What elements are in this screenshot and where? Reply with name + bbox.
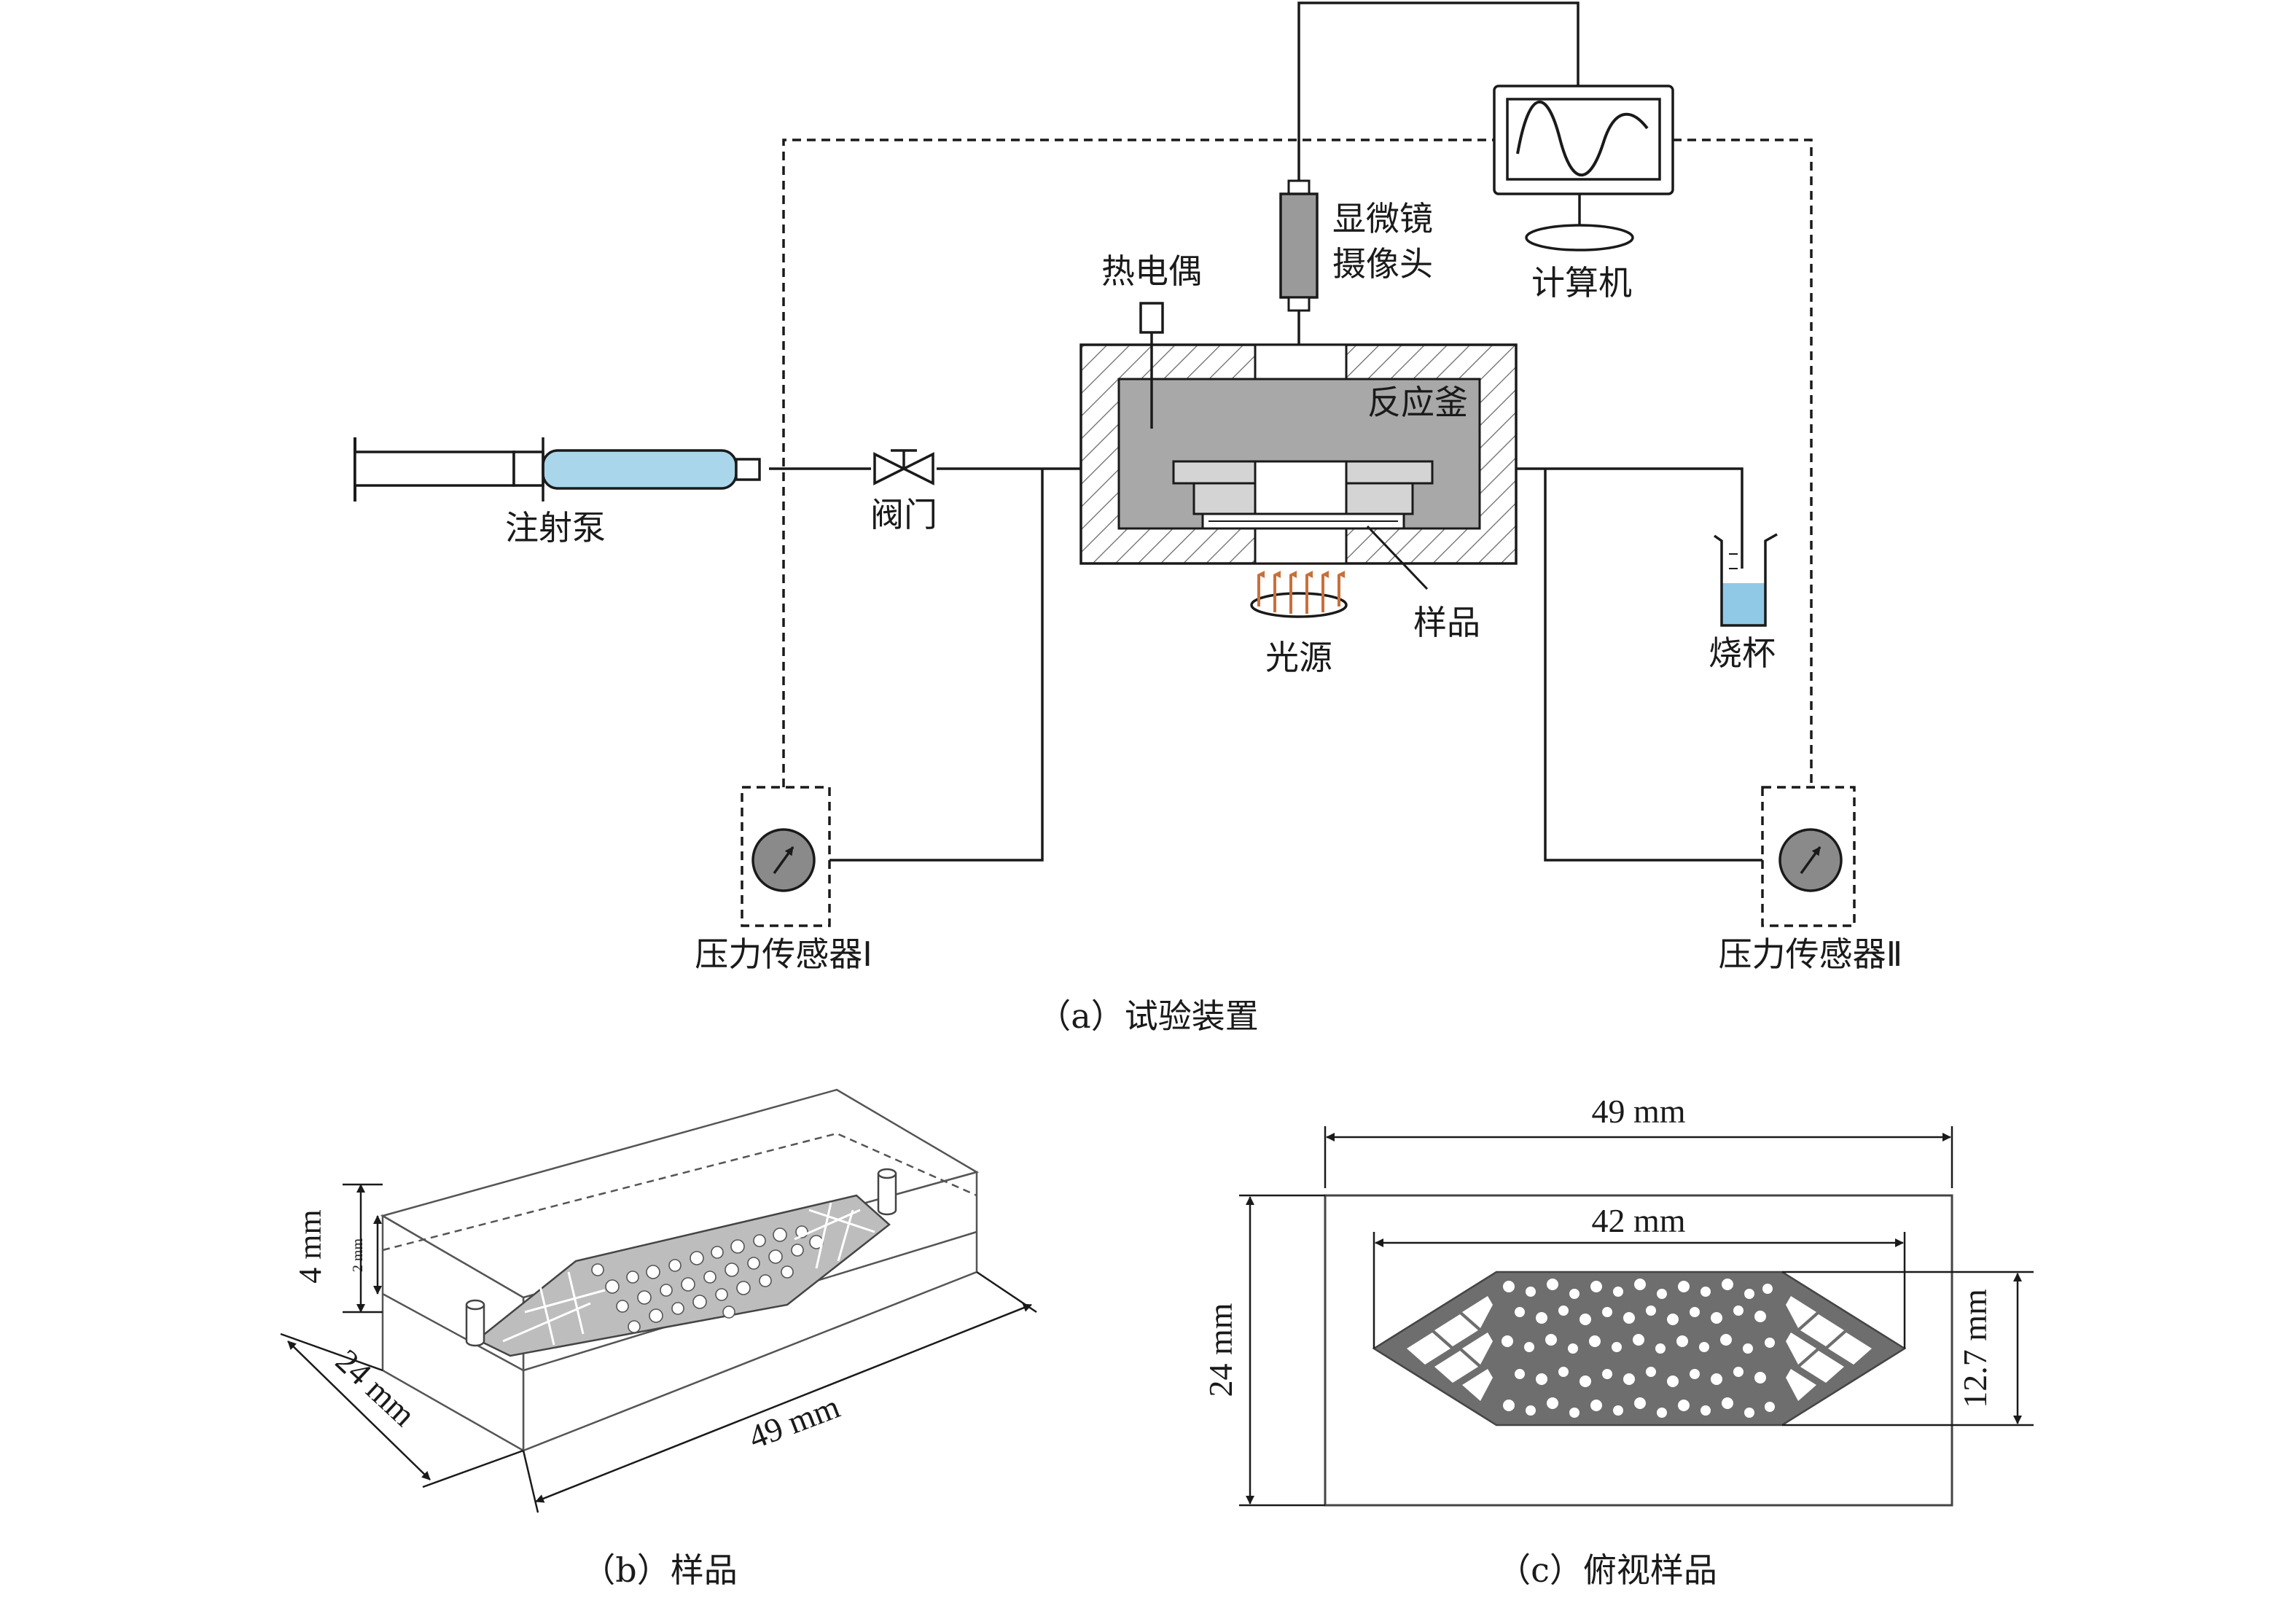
- camera-cable: [1297, 1, 1580, 181]
- thermocouple-label: 热电偶: [1101, 251, 1202, 291]
- thermocouple: 热电偶: [1101, 251, 1202, 429]
- camera-icon: [1279, 179, 1319, 345]
- computer-label: 计算机: [1531, 263, 1632, 303]
- outer-length-label: 49 mm: [1591, 1093, 1685, 1130]
- sample-holder: [1172, 460, 1434, 530]
- computer: 计算机: [1493, 85, 1674, 303]
- caption-b: （b）样品: [582, 1550, 737, 1590]
- pressure-sensor-2-label: 压力传感器Ⅱ: [1719, 934, 1903, 974]
- length-label: 49 mm: [743, 1388, 845, 1456]
- beaker: 烧杯: [1709, 533, 1778, 673]
- light-source-icon: [1250, 571, 1348, 618]
- sample-label: 样品: [1413, 603, 1480, 642]
- top-view-channel: [1372, 1271, 1907, 1427]
- reactor-label: 反应釜: [1367, 383, 1468, 422]
- channel-width-label: 12.7 mm: [1956, 1289, 1994, 1408]
- beaker-icon: [1713, 533, 1778, 627]
- height-inner-label: 2 mm: [350, 1238, 366, 1273]
- pressure-sensor-1: 压力传感器Ⅰ: [695, 786, 872, 974]
- gauge-icon: [1778, 828, 1843, 892]
- dimension-lines-top: [1239, 1126, 2034, 1507]
- pressure-sensor-1-label: 压力传感器Ⅰ: [695, 934, 872, 974]
- dimension-lines-3d: [280, 1183, 1037, 1513]
- signal-wires: [782, 138, 1813, 787]
- light-source: 光源: [1250, 571, 1348, 677]
- sample-top-diagram: 49 mm 42 mm 24 mm 12.7 mm （c）俯视样品: [1202, 1093, 2034, 1590]
- valve[interactable]: 阀门: [870, 449, 937, 534]
- gauge-icon: [751, 828, 816, 892]
- syringe-pump: 注射泵: [354, 437, 761, 547]
- reactor: 反应釜: [1079, 343, 1518, 565]
- caption-c: （c）俯视样品: [1497, 1550, 1717, 1590]
- light-source-label: 光源: [1265, 638, 1332, 677]
- microscope-camera-label-1: 显微镜: [1332, 199, 1433, 238]
- beaker-label: 烧杯: [1709, 633, 1776, 673]
- microscope-camera-label-2: 摄像头: [1332, 244, 1433, 284]
- microscope-camera: 显微镜 摄像头: [1279, 179, 1433, 345]
- viewing-window-bottom: [1254, 527, 1348, 565]
- apparatus-diagram: 注射泵 阀门 反应釜: [354, 1, 1903, 1036]
- viewing-window-top: [1254, 343, 1348, 381]
- monitor-icon: [1493, 85, 1674, 251]
- caption-a: （a）试验装置: [1037, 996, 1258, 1036]
- syringe-icon: [354, 437, 761, 502]
- height-total-label: 4 mm: [292, 1209, 328, 1283]
- outer-width-label: 24 mm: [1202, 1303, 1239, 1397]
- pressure-sensor-2: 压力传感器Ⅱ: [1719, 786, 1903, 974]
- sample-callout: 样品: [1366, 525, 1480, 642]
- valve-label: 阀门: [870, 495, 937, 534]
- valve-icon[interactable]: [873, 449, 934, 485]
- sample-3d-diagram: 4 mm 2 mm 24 mm 49 mm （b）样品: [280, 1088, 1037, 1590]
- port-posts: [465, 1168, 897, 1347]
- syringe-pump-label: 注射泵: [505, 508, 606, 547]
- inner-length-label: 42 mm: [1591, 1202, 1685, 1239]
